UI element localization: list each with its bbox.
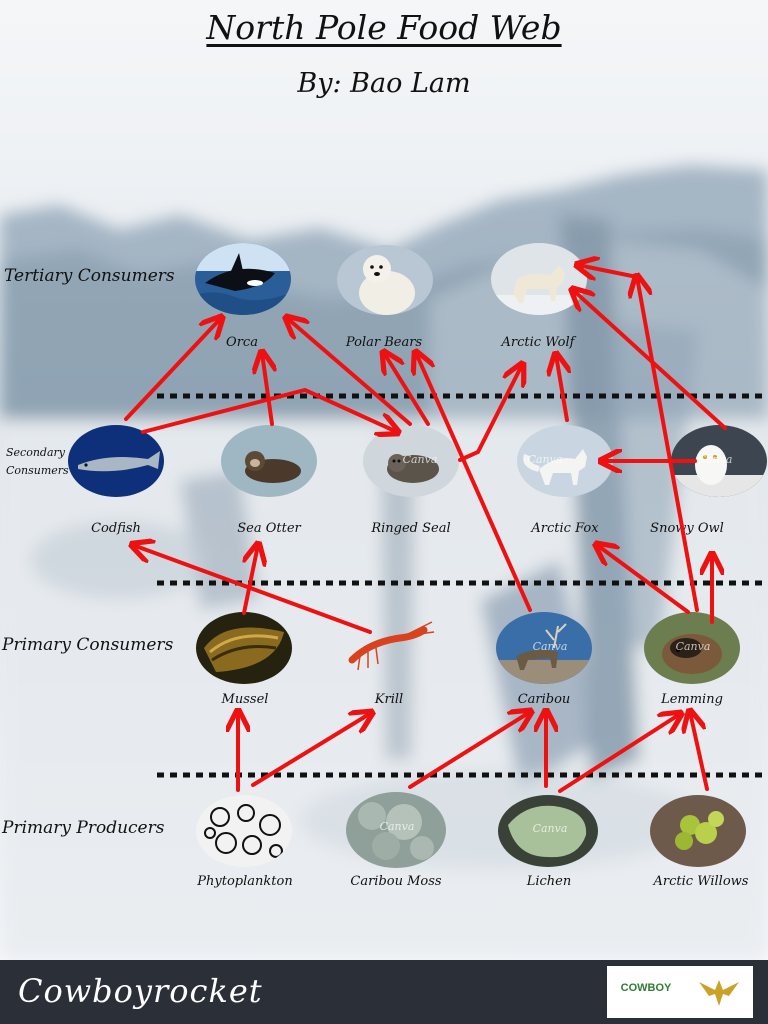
label-snowy-owl: Snowy Owl (650, 521, 724, 536)
label-lichen: Lichen (526, 874, 572, 889)
arrow-lemming-arcticwolf (637, 277, 699, 612)
lichen-image (498, 795, 598, 867)
label-orca: Orca (226, 335, 258, 350)
food-web-poster: North Pole Food Web By: Bao Lam Tertiary… (0, 0, 768, 960)
watermark-text: Canva (402, 453, 438, 466)
arrow-codfish-orca (124, 318, 221, 421)
arrow-lemming-arcticwolf-top (578, 265, 639, 277)
arrow-arcticfox-arcticwolf (556, 355, 567, 422)
arrow-mussel-seaotter (242, 545, 258, 615)
label-arctic-wolf: Arctic Wolf (501, 335, 575, 350)
watermark-text: Canva (697, 453, 733, 466)
eagle-emblem-icon (699, 980, 739, 1006)
caribou-moss-image (346, 792, 446, 868)
arrow-snowyowl-arcticwolf (573, 290, 727, 430)
label-lemming: Lemming (661, 692, 723, 707)
krill-image (340, 612, 436, 684)
ringed-seal-image (363, 425, 459, 497)
arrow-lichen-lemming (558, 714, 680, 793)
label-phytoplankton: Phytoplankton (197, 874, 293, 889)
footer-logos: COWBOY (607, 966, 753, 1018)
arrow-caribou-polarbears (416, 353, 532, 612)
polar-bears-image (337, 245, 433, 315)
arrow-arcticwillows-lemming (690, 712, 709, 791)
label-ringed-seal: Ringed Seal (371, 521, 451, 536)
watermark-text: Canva (532, 640, 568, 653)
arrow-krill-codfish (133, 545, 372, 634)
arrow-cariboumoss-caribou (408, 712, 530, 789)
mussel-image (196, 612, 292, 684)
footer-brand[interactable]: Cowboyrocket (18, 972, 263, 1010)
arctic-willows-image (650, 795, 746, 867)
level-label-tertiary: Tertiary Consumers (4, 266, 175, 286)
page-title: North Pole Food Web (206, 8, 562, 47)
level-label-primary: Primary Consumers (2, 635, 174, 655)
label-arctic-fox: Arctic Fox (531, 521, 599, 536)
codfish-image (68, 425, 164, 497)
label-krill: Krill (374, 692, 404, 707)
label-mussel: Mussel (221, 692, 269, 707)
arrow-ringedseal-orca (287, 318, 412, 426)
orca-image (195, 243, 291, 315)
label-caribou: Caribou (517, 692, 571, 707)
cowboy-logo: COWBOY (620, 982, 672, 994)
arctic-fox-image (517, 425, 613, 497)
watermark-text: Canva (379, 820, 415, 833)
arrow-lemming-arcticfox (597, 545, 690, 614)
level-label-producers: Primary Producers (2, 818, 165, 838)
arrow-seaotter-orca (262, 353, 272, 426)
caribou-image (496, 612, 592, 684)
label-sea-otter: Sea Otter (237, 521, 301, 536)
watermark-text: Canva (532, 822, 568, 835)
arrow-phytoplankton-krill (251, 713, 371, 787)
level-label-secondary-line1: Secondary (6, 446, 65, 459)
watermark-text: Canva (675, 640, 711, 653)
arrow-ringedseal-polarbears (384, 353, 430, 426)
label-arctic-willows: Arctic Willows (653, 874, 749, 889)
lemming-image (644, 612, 740, 684)
author-line: By: Bao Lam (297, 68, 471, 99)
label-codfish: Codfish (91, 521, 141, 536)
level-label-secondary-line2: Consumers (6, 464, 69, 477)
arrow-ringedseal-arcticwolf (458, 365, 522, 462)
phytoplankton-image (196, 795, 292, 867)
watermark-text: Canva (527, 453, 563, 466)
arrow-codfish-ringedseal (141, 387, 397, 432)
sea-otter-image (221, 425, 317, 497)
food-web-connections (124, 0, 768, 793)
label-caribou-moss: Caribou Moss (350, 874, 442, 889)
